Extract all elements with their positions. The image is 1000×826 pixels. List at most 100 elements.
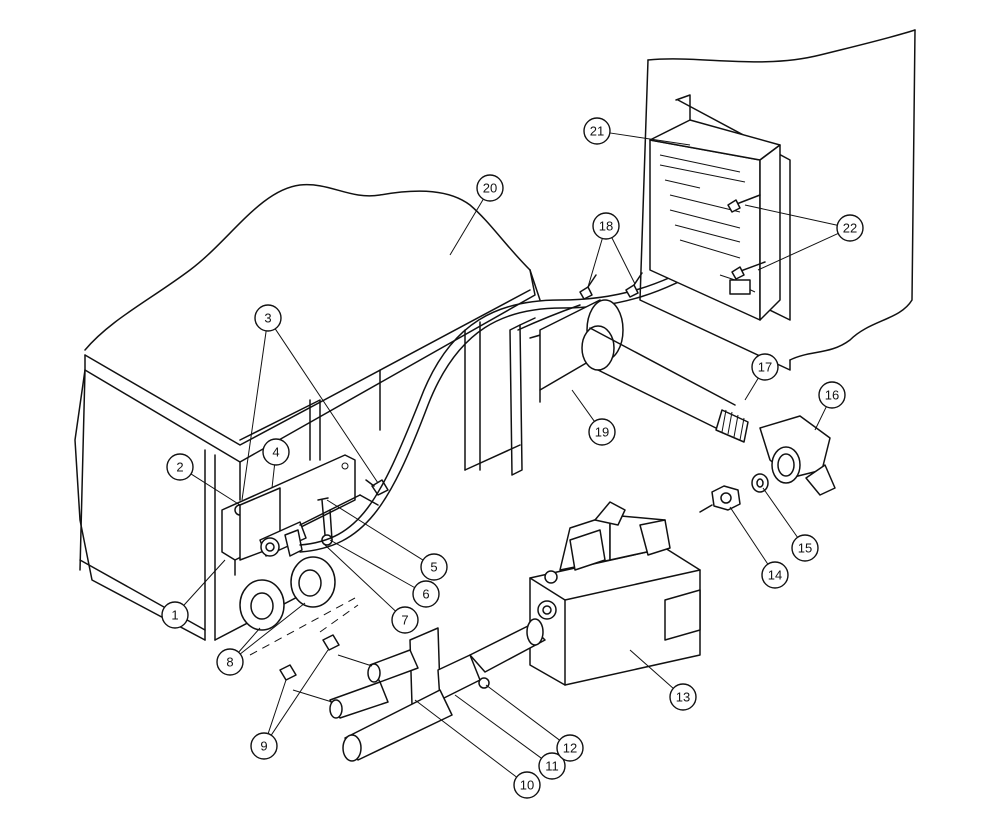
callout-circle-19 bbox=[588, 418, 616, 446]
callout-label-19: 19 bbox=[595, 425, 609, 440]
callout-4: 4 bbox=[262, 438, 290, 489]
callout-leader-20 bbox=[449, 198, 484, 256]
callout-label-20: 20 bbox=[483, 181, 497, 196]
callout-leader-19 bbox=[571, 389, 595, 422]
gasket-rings bbox=[239, 556, 336, 631]
callout-circle-2 bbox=[166, 453, 194, 481]
callout-17: 17 bbox=[744, 353, 779, 401]
callout-circle-6 bbox=[412, 580, 440, 608]
callout-circle-11 bbox=[538, 752, 566, 780]
sleeve-19 bbox=[539, 299, 749, 443]
callout-leader-17 bbox=[744, 377, 759, 401]
callout-leader-22 bbox=[757, 232, 839, 271]
screws-22 bbox=[727, 194, 766, 280]
callout-leader-12 bbox=[485, 684, 560, 741]
callout-circle-8 bbox=[216, 648, 244, 676]
callout-1: 1 bbox=[161, 559, 226, 629]
callout-circle-7 bbox=[391, 606, 419, 634]
callout-label-11: 11 bbox=[545, 759, 559, 774]
callout-label-14: 14 bbox=[768, 568, 782, 583]
callout-label-4: 4 bbox=[272, 445, 279, 460]
callout-leader-14 bbox=[729, 506, 769, 565]
callout-leader-8 bbox=[238, 627, 261, 653]
callout-leader-11 bbox=[454, 694, 542, 759]
callout-leader-18 bbox=[587, 238, 603, 288]
callout-circle-9 bbox=[250, 732, 278, 760]
callout-leader-6 bbox=[329, 539, 415, 589]
callout-leader-2 bbox=[190, 473, 241, 506]
callout-leader-9 bbox=[267, 679, 287, 734]
callout-label-13: 13 bbox=[676, 690, 690, 705]
callout-circle-18 bbox=[592, 212, 620, 240]
callout-14: 14 bbox=[729, 506, 789, 589]
callout-circle-1 bbox=[161, 601, 189, 629]
callout-label-15: 15 bbox=[798, 541, 812, 556]
callout-circle-15 bbox=[791, 534, 819, 562]
callout-leader-5 bbox=[326, 499, 424, 561]
callout-circle-20 bbox=[476, 174, 504, 202]
callout-leader-8 bbox=[239, 602, 306, 655]
callout-2: 2 bbox=[166, 453, 241, 506]
callout-leader-3 bbox=[241, 330, 267, 501]
nut-14 bbox=[699, 485, 741, 513]
callout-label-3: 3 bbox=[264, 311, 271, 326]
callout-18: 18 bbox=[587, 212, 636, 288]
screws-18 bbox=[579, 272, 643, 300]
cabinet-housing bbox=[74, 183, 541, 656]
callout-leader-10 bbox=[414, 699, 517, 778]
callout-6: 6 bbox=[329, 539, 440, 608]
callout-leader-16 bbox=[814, 406, 827, 431]
callout-circle-3 bbox=[254, 304, 282, 332]
callout-leader-21 bbox=[609, 132, 691, 146]
callout-leader-9 bbox=[270, 649, 329, 736]
fitting-16 bbox=[759, 415, 836, 496]
callout-label-5: 5 bbox=[430, 560, 437, 575]
callout-circle-12 bbox=[556, 734, 584, 762]
callout-label-22: 22 bbox=[843, 221, 857, 236]
callout-5: 5 bbox=[326, 499, 448, 581]
callout-leader-13 bbox=[629, 649, 674, 689]
callout-21: 21 bbox=[583, 117, 691, 146]
callout-circle-21 bbox=[583, 117, 611, 145]
callout-label-17: 17 bbox=[758, 360, 772, 375]
callout-circle-10 bbox=[513, 771, 541, 799]
control-module-21 bbox=[649, 119, 781, 321]
gas-valve-13 bbox=[529, 501, 701, 686]
callout-label-18: 18 bbox=[599, 219, 613, 234]
callout-19: 19 bbox=[571, 389, 616, 446]
callout-12: 12 bbox=[485, 684, 584, 762]
callout-15: 15 bbox=[762, 487, 819, 562]
callout-9: 9 bbox=[250, 649, 329, 760]
callout-leader-1 bbox=[183, 559, 226, 606]
callout-circle-5 bbox=[420, 553, 448, 581]
callout-7: 7 bbox=[324, 544, 419, 634]
fittings-9 bbox=[279, 634, 340, 681]
callout-circle-13 bbox=[669, 683, 697, 711]
callout-label-6: 6 bbox=[422, 587, 429, 602]
callout-circle-22 bbox=[836, 214, 864, 242]
callout-10: 10 bbox=[414, 699, 541, 799]
callout-13: 13 bbox=[629, 649, 697, 711]
callout-circle-16 bbox=[818, 381, 846, 409]
callout-leader-3 bbox=[274, 328, 379, 484]
callout-label-16: 16 bbox=[825, 388, 839, 403]
callout-label-10: 10 bbox=[520, 778, 534, 793]
callout-16: 16 bbox=[814, 381, 846, 431]
callout-11: 11 bbox=[454, 694, 566, 780]
callout-label-21: 21 bbox=[590, 124, 604, 139]
callout-leader-18 bbox=[611, 237, 636, 285]
callout-circle-14 bbox=[761, 561, 789, 589]
callout-label-2: 2 bbox=[176, 460, 183, 475]
callout-leader-4 bbox=[271, 464, 276, 489]
callout-circle-17 bbox=[751, 353, 779, 381]
callout-leader-7 bbox=[324, 544, 396, 612]
callout-20: 20 bbox=[449, 174, 504, 256]
callout-leader-22 bbox=[744, 204, 838, 226]
callout-leader-15 bbox=[762, 487, 798, 538]
callout-circle-4 bbox=[262, 438, 290, 466]
callout-label-8: 8 bbox=[226, 655, 233, 670]
callout-22: 22 bbox=[744, 204, 864, 271]
washer-15 bbox=[751, 473, 769, 493]
